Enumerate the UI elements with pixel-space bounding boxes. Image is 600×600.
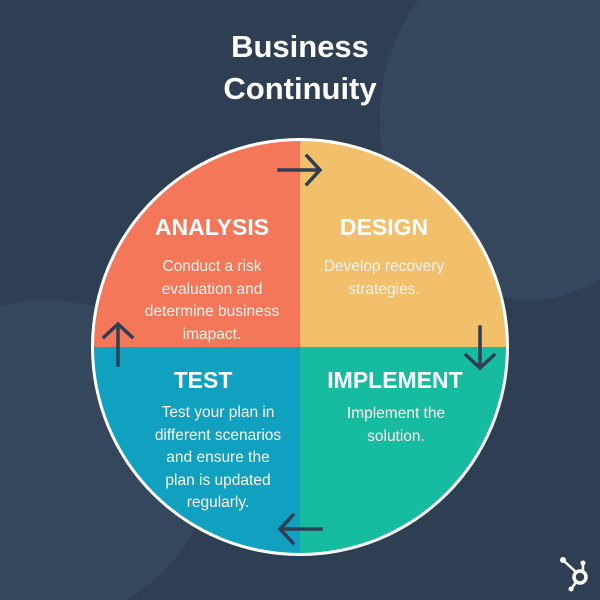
text-line: Test your plan in [161, 404, 275, 421]
text-line: different scenarios [154, 426, 282, 444]
analysis-description: Conduct a risk evaluation and determine … [112, 256, 312, 346]
arrow-right-icon [277, 153, 323, 187]
page-title: Business Continuity [0, 26, 600, 110]
implement-description: Implement the solution. [296, 403, 496, 448]
text-line: solution. [367, 427, 425, 445]
implement-heading: IMPLEMENT [327, 367, 463, 393]
title-line-1: Business [231, 29, 369, 64]
text-line: strategies. [348, 280, 420, 298]
text-line: and ensure the [166, 449, 270, 466]
arrow-up-icon [101, 321, 135, 367]
text-line: Conduct a risk [162, 258, 262, 275]
arrow-left-icon [277, 512, 323, 546]
title-line-2: Continuity [223, 71, 377, 106]
text-line: regularly. [186, 494, 250, 511]
text-line: Develop recovery [323, 258, 445, 275]
test-description: Test your plan in different scenarios an… [118, 402, 318, 515]
test-heading: TEST [173, 367, 233, 393]
text-line: plan is updated [165, 471, 271, 489]
design-heading: DESIGN [339, 214, 429, 240]
text-line: evaluation and [161, 280, 263, 298]
text-line: imapact. [182, 325, 242, 343]
arrow-down-icon [463, 325, 497, 371]
text-line: Implement the [346, 405, 446, 422]
analysis-heading: ANALYSIS [154, 214, 270, 240]
text-line: determine business [144, 303, 280, 320]
design-description: Develop recovery strategies. [294, 256, 474, 301]
